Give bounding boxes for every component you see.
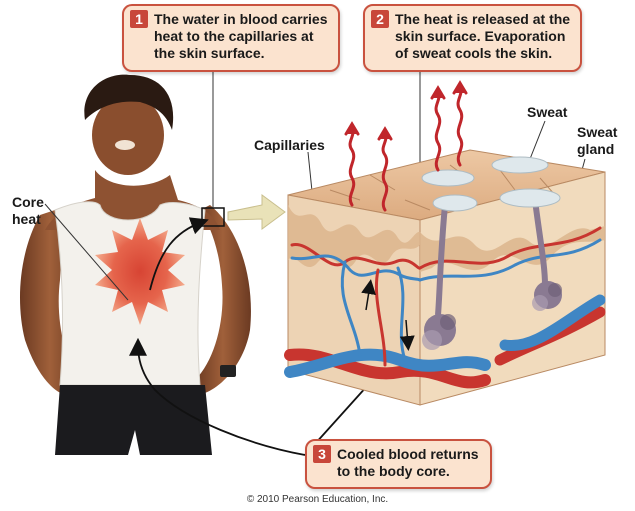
callout-number-badge: 2 [371,10,389,28]
capillary-flow-arrows [361,279,415,351]
copyright-notice: © 2010 Pearson Education, Inc. [246,494,389,505]
core-heat-burst [95,218,185,325]
sweat-glands [422,199,562,350]
callout-text: Cooled blood returns to the body core. [337,446,479,479]
heat-wave-icon [377,126,393,212]
heat-wave-icon [344,121,360,207]
heat-wave-icons [344,80,468,212]
zoom-arrow [227,194,286,230]
blood-vessels [284,226,606,389]
callout-text: The heat is released at the skin surface… [395,11,571,61]
callout-number-badge: 1 [130,10,148,28]
sweat-droplets [421,156,561,212]
callout-text: The water in blood carries heat to the c… [154,11,328,61]
core-heat-label: Core heat [12,194,44,227]
callout-1: 1 The water in blood carries heat to the… [122,4,340,72]
callout-number-badge: 3 [313,445,331,463]
callout-3: 3 Cooled blood returns to the body core. [305,439,492,489]
capillaries-label: Capillaries [254,137,325,153]
sweat-label: Sweat [527,104,568,120]
heat-wave-icon [430,85,446,172]
callout-2: 2 The heat is released at the skin surfa… [363,4,582,72]
heat-wave-icon [452,80,468,167]
runner-figure [20,74,251,455]
sweat-gland-label: Sweat gland [577,124,618,157]
